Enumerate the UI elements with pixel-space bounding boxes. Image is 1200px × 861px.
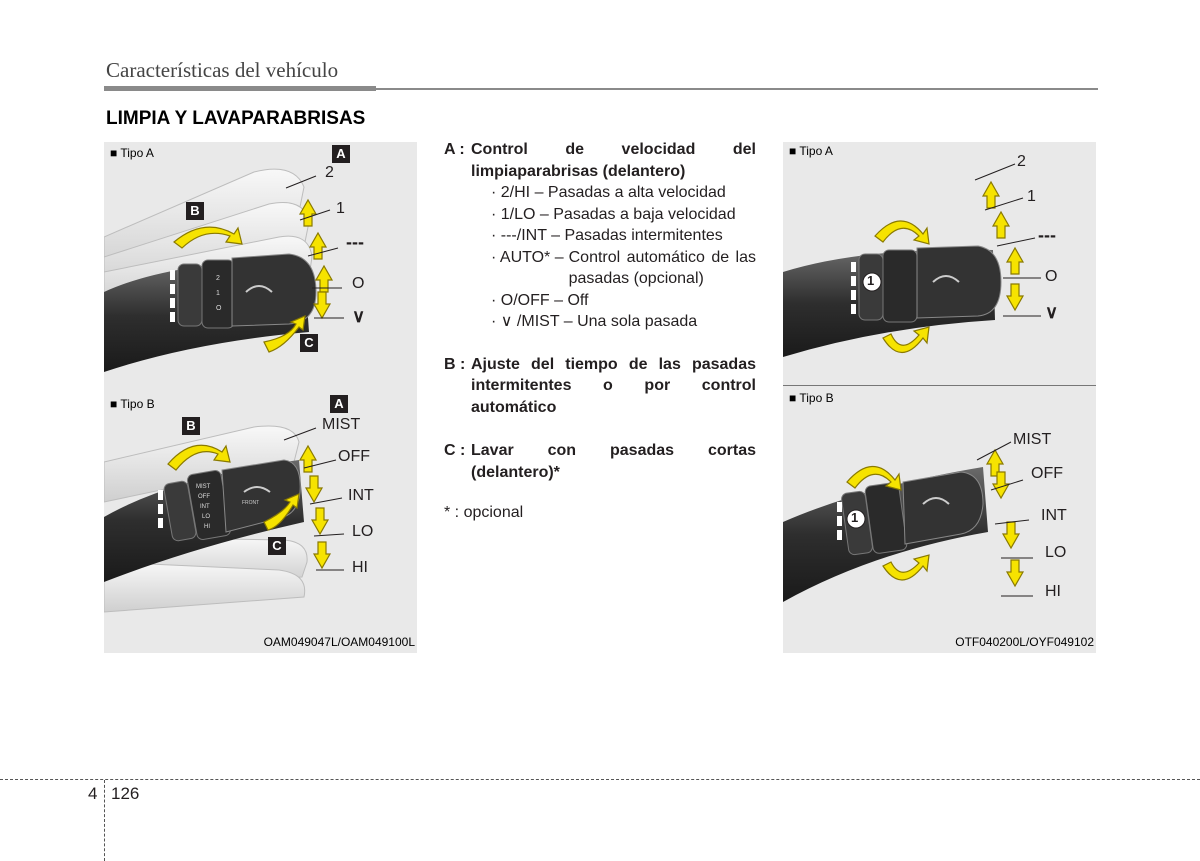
badge-b: B: [186, 202, 204, 220]
stalk-a-mark-1: 1: [216, 290, 220, 297]
label-pos-o: O: [1045, 268, 1057, 286]
item-c-line1: Lavar con pasadas cortas: [471, 440, 756, 462]
type-a-tag: ■ Tipo A: [110, 146, 154, 160]
stalk-b-mark-int: INT: [200, 504, 210, 510]
label-pos-2: 2: [325, 164, 334, 182]
page-number: 126: [111, 784, 139, 804]
badge-a: A: [330, 395, 348, 413]
stalk-b-mark-off: OFF: [198, 494, 210, 500]
label-hi: HI: [1045, 583, 1061, 601]
item-b: B : Ajuste del tiempo de las pasadas int…: [444, 354, 756, 419]
item-a-auto-line1: Control automático de las: [569, 247, 756, 269]
stalk-b-mark-mist: MIST: [196, 484, 211, 490]
label-off: OFF: [1031, 465, 1063, 483]
label-lo: LO: [352, 523, 373, 541]
item-b-line3: automático: [471, 397, 756, 419]
word: Control: [471, 139, 528, 161]
optional-note: * : opcional: [444, 502, 756, 524]
item-a-speed-hi: · 2/HI – Pasadas a alta velocidad: [491, 182, 756, 204]
footer-divider: [104, 780, 105, 861]
marker-1: 1: [851, 510, 858, 525]
stalk-a-mark-2: 2: [216, 275, 220, 282]
label-off: OFF: [338, 448, 370, 466]
label-pos-int: ---: [1038, 225, 1056, 246]
word: de: [565, 139, 584, 161]
item-a-off: · O/OFF – Off: [491, 290, 756, 312]
type-a-tag: ■ Tipo A: [789, 144, 833, 158]
item-a-auto-line2: pasadas (opcional): [569, 268, 756, 290]
item-b-line2: intermitentes o por control: [471, 375, 756, 397]
item-a-speed-int: · ---/INT – Pasadas intermitentes: [491, 225, 756, 247]
description-column: A : Control de velocidad del limpiaparab…: [444, 139, 756, 524]
item-b-line1: Ajuste del tiempo de las pasadas: [471, 354, 756, 376]
label-mist: MIST: [322, 416, 360, 434]
item-a-auto: · AUTO* – Control automático de las pasa…: [491, 247, 756, 290]
item-a-label: A :: [444, 139, 465, 161]
label-hi: HI: [352, 559, 368, 577]
stalk-a-mark-o: O: [216, 305, 222, 312]
item-a: A : Control de velocidad del limpiaparab…: [444, 139, 756, 333]
label-pos-2: 2: [1017, 153, 1026, 171]
header-rule: [376, 88, 1098, 90]
header-bar: [104, 86, 376, 91]
item-b-label: B :: [444, 354, 465, 376]
label-int: INT: [1041, 507, 1067, 525]
item-a-title-line2: limpiaparabrisas (delantero): [471, 161, 756, 183]
item-c: C : Lavar con pasadas cortas (delantero)…: [444, 440, 756, 483]
label-lo: LO: [1045, 544, 1066, 562]
word: del: [733, 139, 756, 161]
label-pos-1: 1: [336, 200, 345, 218]
label-pos-int: ---: [346, 232, 364, 253]
label-int: INT: [348, 487, 374, 505]
label-pos-o: O: [352, 275, 364, 293]
stalk-b-mark-hi: HI: [204, 524, 210, 530]
item-a-title-line1: Control de velocidad del: [471, 139, 756, 161]
section-title: LIMPIA Y LAVAPARABRISAS: [106, 108, 365, 130]
figure-caption: OAM049047L/OAM049100L: [264, 635, 415, 649]
type-b-tag: ■ Tipo B: [789, 391, 834, 405]
header-title: Características del vehículo: [106, 58, 338, 83]
item-c-label: C :: [444, 440, 465, 462]
marker-1: 1: [867, 273, 874, 288]
label-pos-mist: ∨: [352, 306, 365, 327]
wiper-stalk-b: [783, 467, 988, 602]
stalk-b-mark-lo: LO: [202, 514, 210, 520]
stalk-b-front-mark: FRONT: [242, 500, 259, 506]
badge-b: B: [182, 417, 200, 435]
figure-caption: OTF040200L/OYF049102: [955, 635, 1094, 649]
badge-c: C: [300, 334, 318, 352]
item-a-auto-key: · AUTO* –: [491, 247, 564, 290]
word: velocidad: [622, 139, 696, 161]
badge-c: C: [268, 537, 286, 555]
label-pos-mist: ∨: [1045, 302, 1058, 323]
label-pos-1: 1: [1027, 188, 1036, 206]
type-b-tag: ■ Tipo B: [110, 397, 155, 411]
item-c-line2: (delantero)*: [471, 462, 756, 484]
chapter-number: 4: [88, 784, 97, 804]
label-mist: MIST: [1013, 431, 1051, 449]
left-figure: 2 1 O: [104, 142, 417, 653]
item-a-mist: · ∨ /MIST – Una sola pasada: [491, 311, 756, 333]
footer-rule: [0, 779, 1200, 780]
badge-a: A: [332, 145, 350, 163]
item-a-speed-lo: · 1/LO – Pasadas a baja velocidad: [491, 204, 756, 226]
right-figure: ■ Tipo A 1 2 1 --- O ∨ ■ Tipo B 1 MIST O…: [783, 142, 1096, 653]
